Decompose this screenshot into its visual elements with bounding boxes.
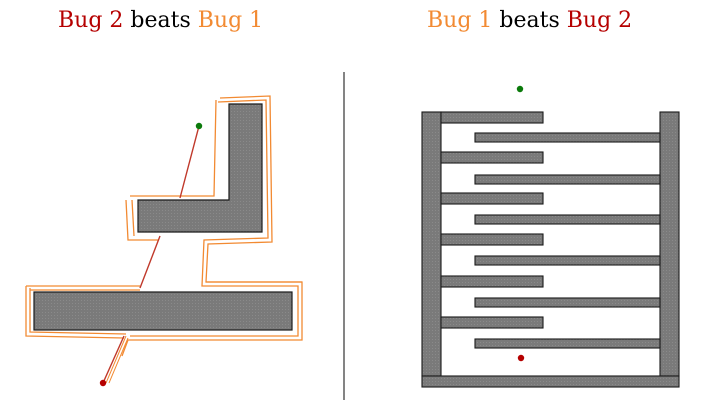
left-wall — [421, 111, 442, 377]
right-finger — [474, 174, 661, 185]
right-finger — [474, 132, 661, 143]
bug2-path — [102, 125, 200, 384]
left-panel — [25, 95, 303, 387]
left-panel-caption: Bug 2 beats Bug 1 — [58, 8, 263, 33]
right-finger — [474, 338, 661, 349]
bug1-path — [25, 95, 303, 357]
caption-algorithm-b: Bug 2 — [566, 8, 633, 33]
bar-obstacle — [33, 291, 293, 331]
left-finger — [440, 275, 544, 288]
left-finger — [440, 192, 544, 205]
caption-algorithm-b: Bug 1 — [197, 8, 264, 33]
floor-wall — [421, 375, 680, 388]
right-wall — [659, 111, 680, 377]
left-finger — [440, 111, 544, 124]
goal-point — [195, 122, 203, 130]
right-panel — [421, 111, 680, 388]
goal-point — [516, 85, 524, 93]
caption-connector: beats — [492, 8, 567, 33]
l-shaped-obstacle — [137, 103, 263, 233]
caption-connector: beats — [123, 8, 198, 33]
left-finger — [440, 316, 544, 329]
caption-algorithm-a: Bug 2 — [58, 8, 124, 33]
left-finger — [440, 233, 544, 246]
caption-algorithm-a: Bug 1 — [427, 8, 493, 33]
right-finger — [474, 297, 661, 308]
right-finger — [474, 255, 661, 266]
bug2-path-overlay — [105, 335, 129, 384]
right-finger — [474, 214, 661, 225]
left-finger — [440, 151, 544, 164]
right-panel-caption: Bug 1 beats Bug 2 — [427, 8, 632, 33]
start-point — [99, 379, 107, 387]
start-point — [517, 354, 525, 362]
